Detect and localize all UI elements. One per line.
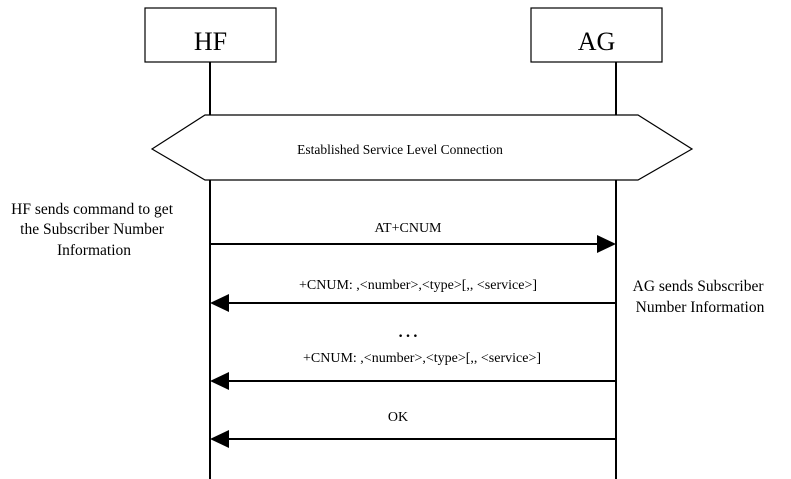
ag-note-line: AG sends Subscriber (633, 278, 765, 295)
hf-note-line: HF sends command to get (11, 201, 174, 218)
message-label: +CNUM: ,<number>,<type>[,, <service>] (299, 278, 537, 293)
arrow-head (210, 430, 229, 448)
message-label: OK (388, 410, 408, 425)
hf-note-line: the Subscriber Number (20, 221, 165, 238)
hf-entity-box: HF (144, 7, 277, 63)
hf-note-line: Information (57, 242, 131, 259)
ag-note-line: Number Information (636, 299, 765, 316)
message-label: +CNUM: ,<number>,<type>[,, <service>] (303, 351, 541, 366)
ellipsis: … (397, 317, 419, 342)
ag-note: AG sends Subscriber Number Information (633, 278, 768, 316)
hf-note: HF sends command to get the Subscriber N… (11, 201, 177, 259)
ag-entity-label: AG (578, 27, 616, 56)
arrow-head (210, 372, 229, 390)
arrow-head (210, 294, 229, 312)
arrow-head (597, 235, 616, 253)
message-label: AT+CNUM (374, 221, 442, 236)
ag-entity-box: AG (530, 7, 663, 63)
hf-entity-label: HF (194, 27, 227, 56)
message-at-cnum: AT+CNUM (210, 221, 616, 253)
message-cnum-2: +CNUM: ,<number>,<type>[,, <service>] (210, 351, 616, 390)
message-cnum-1: +CNUM: ,<number>,<type>[,, <service>] (210, 278, 616, 312)
connection-label: Established Service Level Connection (297, 142, 503, 157)
connection-hexagon: Established Service Level Connection (150, 114, 694, 181)
message-ok: OK (210, 410, 616, 448)
